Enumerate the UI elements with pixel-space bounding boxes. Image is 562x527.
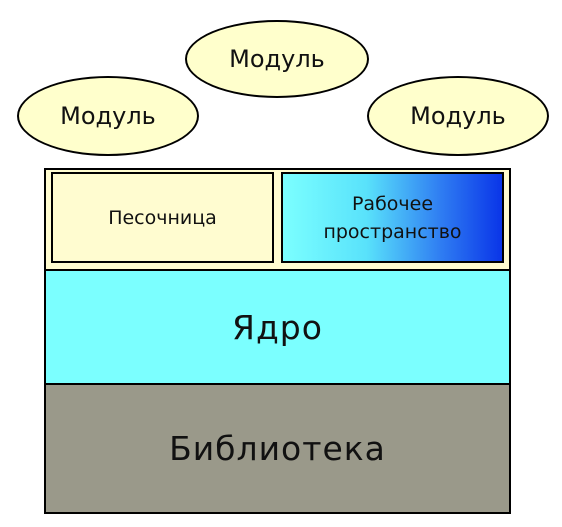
library-label: Библиотека xyxy=(169,429,386,468)
module-node-right: Модуль xyxy=(367,76,549,156)
core-layer: Ядро xyxy=(44,269,511,385)
module-label: Модуль xyxy=(410,102,506,130)
sandbox-box: Песочница xyxy=(51,172,274,263)
core-label: Ядро xyxy=(232,307,323,347)
workspace-label-line1: Рабочее xyxy=(351,192,434,215)
library-layer: Библиотека xyxy=(44,383,511,514)
module-label: Модуль xyxy=(229,45,325,73)
workspace-box: Рабочее пространство xyxy=(281,172,504,263)
module-node-center: Модуль xyxy=(185,20,369,98)
sandbox-label: Песочница xyxy=(108,206,217,229)
module-node-left: Модуль xyxy=(17,76,199,156)
module-label: Модуль xyxy=(60,102,156,130)
workspace-label-line2: пространство xyxy=(323,220,462,243)
